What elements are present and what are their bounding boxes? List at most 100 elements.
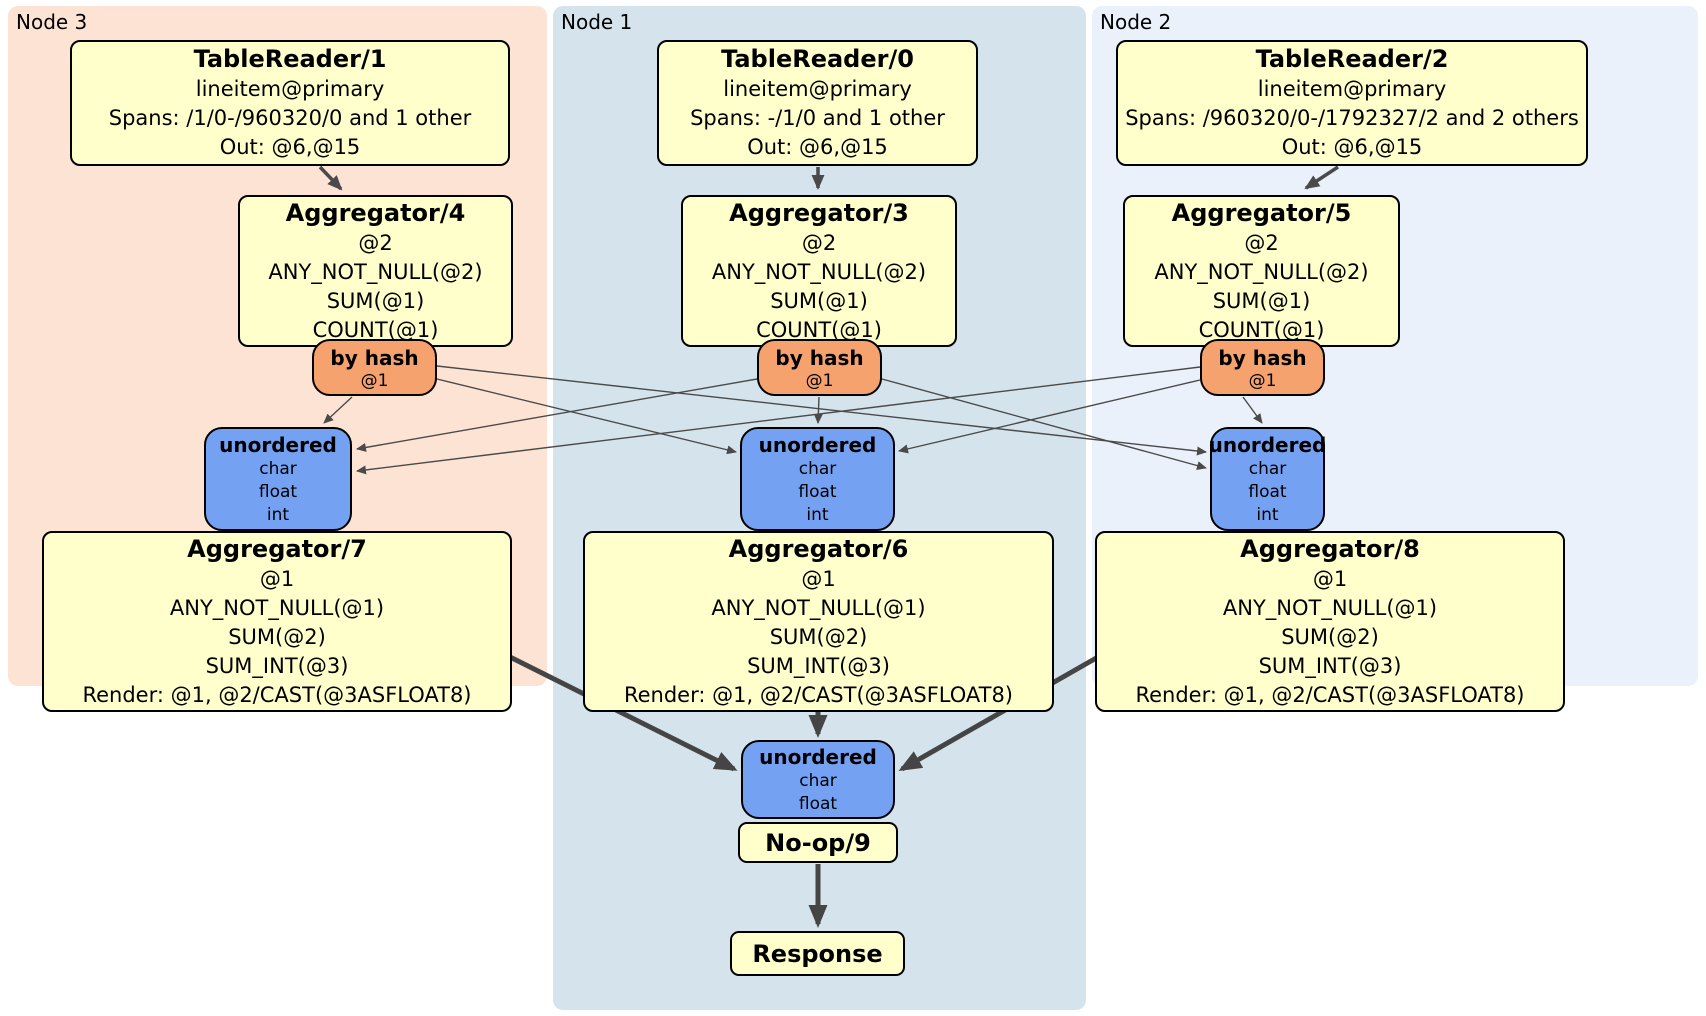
box-line: Out: @6,@15 — [747, 135, 888, 159]
sync-line: float — [1248, 481, 1287, 502]
box-line: Render: @1, @2/CAST(@3ASFLOAT8) — [82, 682, 472, 707]
aggregator-3-box: Aggregator/3 @2 ANY_NOT_NULL(@2) SUM(@1)… — [681, 195, 957, 347]
sync-line: float — [798, 793, 838, 814]
box-line: ANY_NOT_NULL(@1) — [1222, 595, 1438, 620]
router-title: by hash — [330, 345, 419, 370]
box-line: SUM(@2) — [769, 624, 868, 649]
edge-agg8-syncfinal — [898, 654, 1100, 772]
router-line: @1 — [805, 370, 834, 391]
box-line: Out: @6,@15 — [1281, 135, 1423, 159]
box-title: TableReader/2 — [1255, 45, 1449, 73]
edge-hashR-syncR — [1242, 396, 1263, 424]
unordered-sync-final: unordered char float — [741, 740, 895, 819]
sync-title: unordered — [219, 432, 337, 457]
edge-hashC-syncC — [813, 396, 823, 424]
router-line: @1 — [360, 370, 389, 391]
box-line: Render: @1, @2/CAST(@3ASFLOAT8) — [623, 682, 1014, 707]
sync-title: unordered — [759, 744, 877, 769]
sync-line: char — [798, 458, 837, 479]
by-hash-router-center: by hash @1 — [757, 339, 882, 396]
box-line: @1 — [801, 566, 836, 591]
box-title: No-op/9 — [765, 828, 871, 857]
box-line: SUM(@1) — [1212, 288, 1311, 313]
node1-label: Node 1 — [561, 10, 633, 34]
box-line: SUM(@1) — [326, 288, 425, 313]
box-title: Aggregator/3 — [729, 198, 909, 227]
edge-tr2-agg5 — [1304, 165, 1339, 190]
edge-hashR-syncL — [356, 366, 1201, 475]
router-title: by hash — [775, 345, 864, 370]
edge-agg7-syncfinal — [508, 654, 738, 772]
sync-line: int — [806, 504, 829, 525]
aggregator-7-box: Aggregator/7 @1 ANY_NOT_NULL(@1) SUM(@2)… — [42, 531, 512, 712]
box-line: ANY_NOT_NULL(@1) — [169, 595, 385, 620]
noop-box: No-op/9 — [738, 822, 898, 863]
box-line: lineitem@primary — [1257, 77, 1447, 101]
box-title: Aggregator/8 — [1240, 534, 1420, 563]
unordered-sync-right: unordered char float int — [1208, 427, 1327, 531]
box-line: COUNT(@1) — [1198, 317, 1325, 342]
box-title: Aggregator/7 — [187, 534, 367, 563]
box-line: SUM_INT(@3) — [747, 653, 890, 678]
box-line: ANY_NOT_NULL(@2) — [268, 259, 483, 284]
box-title: Aggregator/5 — [1171, 198, 1352, 227]
by-hash-router-left: by hash @1 — [312, 339, 437, 396]
edge-hashL-syncL — [323, 396, 353, 424]
box-line: @2 — [801, 230, 837, 255]
box-line: @2 — [1244, 230, 1279, 255]
box-line: lineitem@primary — [723, 77, 912, 101]
box-line: Out: @6,@15 — [219, 135, 361, 159]
box-line: Spans: /1/0-/960320/0 and 1 other — [108, 106, 472, 130]
box-title: Aggregator/6 — [728, 534, 909, 563]
tablereader-0-box: TableReader/0 lineitem@primary Spans: -/… — [657, 40, 978, 166]
response-box: Response — [730, 931, 905, 976]
node2-label: Node 2 — [1100, 10, 1172, 34]
edge-hashR-syncC — [898, 379, 1201, 454]
box-line: COUNT(@1) — [756, 317, 882, 342]
sync-line: int — [266, 504, 290, 525]
box-line: ANY_NOT_NULL(@2) — [1154, 259, 1369, 284]
tablereader-1-box: TableReader/1 lineitem@primary Spans: /1… — [70, 40, 510, 166]
box-line: SUM(@2) — [1281, 624, 1379, 649]
tablereader-2-box: TableReader/2 lineitem@primary Spans: /9… — [1116, 40, 1588, 166]
sync-line: float — [258, 481, 298, 502]
box-line: SUM_INT(@3) — [205, 653, 349, 678]
router-line: @1 — [1248, 370, 1277, 391]
box-line: lineitem@primary — [195, 77, 385, 101]
unordered-sync-left: unordered char float int — [204, 427, 352, 531]
box-line: @1 — [1312, 566, 1348, 591]
sync-line: char — [799, 770, 837, 791]
sync-line: float — [798, 481, 837, 502]
edge-hashL-syncC — [436, 378, 737, 455]
aggregator-4-box: Aggregator/4 @2 ANY_NOT_NULL(@2) SUM(@1)… — [238, 195, 513, 347]
by-hash-router-right: by hash @1 — [1200, 339, 1325, 396]
sync-title: unordered — [758, 432, 877, 457]
unordered-sync-center: unordered char float int — [740, 427, 895, 531]
router-title: by hash — [1218, 345, 1307, 370]
box-title: TableReader/1 — [193, 45, 387, 73]
aggregator-6-box: Aggregator/6 @1 ANY_NOT_NULL(@1) SUM(@2)… — [583, 531, 1054, 712]
box-line: @2 — [358, 230, 393, 255]
box-line: COUNT(@1) — [312, 317, 439, 342]
sync-line: char — [259, 458, 297, 479]
box-line: Render: @1, @2/CAST(@3ASFLOAT8) — [1135, 682, 1525, 707]
box-line: Spans: /960320/0-/1792327/2 and 2 others — [1125, 106, 1579, 130]
box-title: TableReader/0 — [721, 45, 914, 73]
edge-hashL-syncR — [436, 365, 1207, 456]
node3-label: Node 3 — [16, 10, 88, 34]
aggregator-8-box: Aggregator/8 @1 ANY_NOT_NULL(@1) SUM(@2)… — [1095, 531, 1565, 712]
box-line: @1 — [259, 566, 295, 591]
box-line: Spans: -/1/0 and 1 other — [690, 106, 945, 130]
aggregator-5-box: Aggregator/5 @2 ANY_NOT_NULL(@2) SUM(@1)… — [1123, 195, 1400, 347]
edge-tr1-agg4 — [318, 165, 343, 191]
box-line: SUM_INT(@3) — [1258, 653, 1402, 678]
sync-title: unordered — [1208, 432, 1327, 457]
edge-hashC-syncR — [881, 378, 1207, 470]
box-title: Aggregator/4 — [285, 198, 466, 227]
box-line: SUM(@2) — [228, 624, 326, 649]
sync-line: char — [1248, 458, 1287, 479]
box-title: Response — [752, 939, 883, 968]
box-line: ANY_NOT_NULL(@2) — [711, 259, 927, 284]
edge-hashC-syncL — [356, 378, 758, 452]
